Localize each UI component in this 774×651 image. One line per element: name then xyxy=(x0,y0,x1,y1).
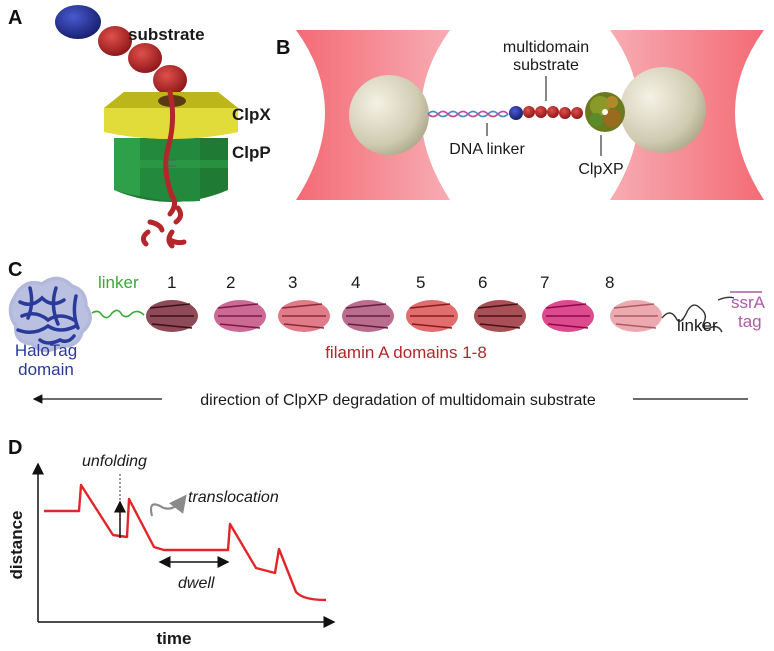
filamin-domain-3 xyxy=(278,300,330,332)
black-linker-strand xyxy=(661,304,723,333)
filamin-domain-7 xyxy=(542,300,594,332)
halotag-sphere-b xyxy=(509,106,523,120)
domain-number-2: 2 xyxy=(226,273,235,292)
filamin-domain-1 xyxy=(146,300,198,332)
panel-d: D distance time unfolding translocation … xyxy=(7,437,336,648)
distance-trace xyxy=(44,483,327,602)
green-linker-label: linker xyxy=(98,273,139,292)
dna-linker-label: DNA linker xyxy=(449,141,525,158)
filamin-label: filamin A domains 1-8 xyxy=(325,343,487,362)
domain-number-5: 5 xyxy=(416,273,425,292)
halotag-head-sphere xyxy=(55,5,101,39)
domain-number-1: 1 xyxy=(167,273,176,292)
clpxp-label: ClpXP xyxy=(578,161,623,178)
panel-c: C linker xyxy=(8,259,766,409)
y-axis-label: distance xyxy=(7,511,26,580)
panel-d-letter: D xyxy=(8,437,22,459)
halotag-label: HaloTag xyxy=(15,341,77,360)
substrate-bead-1 xyxy=(98,26,132,56)
direction-label: direction of ClpXP degradation of multid… xyxy=(200,392,596,409)
tag-label: tag xyxy=(738,312,762,331)
substrate-bead-2 xyxy=(128,43,162,73)
clpxp-complex xyxy=(585,92,625,132)
panel-a-letter: A xyxy=(8,7,22,29)
panel-b: B multidomain substra xyxy=(276,30,764,200)
left-bead xyxy=(349,75,429,155)
active-site-marks xyxy=(166,159,176,167)
halotag-domain-structure xyxy=(8,276,92,353)
domain-number-6: 6 xyxy=(478,273,487,292)
clpp-barrel xyxy=(114,138,228,202)
black-linker-label: linker xyxy=(677,316,718,335)
multidomain-beads xyxy=(523,106,583,119)
filamin-domain-4 xyxy=(342,300,394,332)
unfolding-label: unfolding xyxy=(82,453,147,470)
filamin-domain-2 xyxy=(214,300,266,332)
translocation-arrow xyxy=(149,494,187,517)
green-linker-strand xyxy=(91,309,145,319)
ssra-label: ssrA xyxy=(731,293,766,312)
halotag-domain-label: domain xyxy=(18,360,74,379)
domain-number-7: 7 xyxy=(540,273,549,292)
dna-linker-helix xyxy=(427,110,509,118)
right-bead xyxy=(620,67,706,153)
clpx-label: ClpX xyxy=(232,105,271,124)
substrate-label-b: substrate xyxy=(513,57,579,74)
domain-number-8: 8 xyxy=(605,273,614,292)
peptide-fragments xyxy=(140,205,187,249)
substrate-strand xyxy=(163,89,178,217)
substrate-label-a: substrate xyxy=(128,25,205,44)
domain-number-4: 4 xyxy=(351,273,360,292)
panel-c-letter: C xyxy=(8,259,22,281)
domain-number-3: 3 xyxy=(288,273,297,292)
filamin-domain-8 xyxy=(610,300,662,332)
multidomain-label: multidomain xyxy=(503,39,589,56)
substrate-bead-3 xyxy=(153,65,187,95)
panel-b-letter: B xyxy=(276,37,290,59)
x-axis-label: time xyxy=(157,629,192,648)
panel-a: A substrate ClpX xyxy=(8,5,271,249)
clpp-label: ClpP xyxy=(232,143,271,162)
linker-tail xyxy=(717,296,735,301)
filamin-domain-6 xyxy=(474,300,526,332)
translocation-label: translocation xyxy=(188,489,279,506)
filamin-domain-5 xyxy=(406,300,458,332)
dwell-label: dwell xyxy=(178,575,215,592)
